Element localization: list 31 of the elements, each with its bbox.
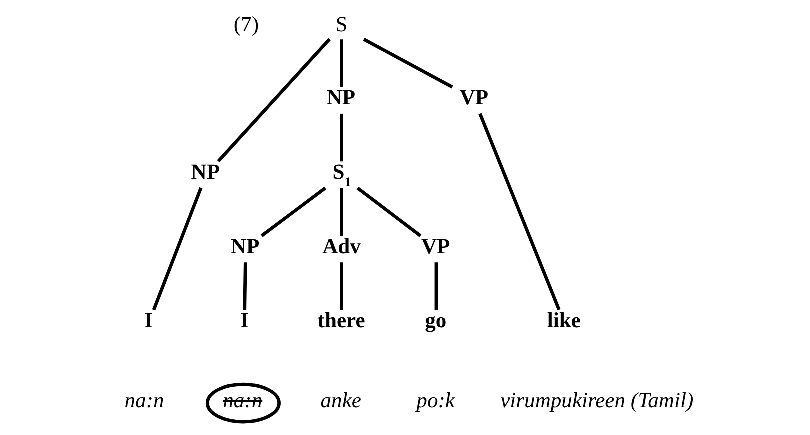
label: na:n [124, 388, 164, 412]
connector [260, 186, 326, 238]
connector [478, 113, 561, 311]
label: (7) [234, 12, 260, 36]
node-text: I [240, 308, 249, 333]
label: anke [320, 388, 362, 412]
connector [217, 38, 331, 163]
node-text: go [425, 308, 447, 333]
node-text: Adv [322, 234, 361, 258]
connector [340, 188, 344, 236]
node-text: VP [421, 234, 450, 258]
connector [340, 114, 344, 162]
node-text: S$_{1}$ [332, 160, 352, 190]
connector [363, 38, 454, 89]
connector [152, 187, 203, 311]
node-text: S [336, 12, 348, 36]
label: virumpukireen (Tamil) [500, 388, 694, 412]
node-text: I [144, 308, 153, 333]
connector [434, 262, 438, 310]
node-text: VP [460, 86, 489, 110]
node-text: there [318, 308, 366, 333]
connector [340, 40, 344, 88]
connector [340, 262, 344, 310]
node-text: like [547, 308, 581, 333]
connector [356, 186, 422, 238]
node-text: NP [230, 234, 260, 258]
label: po:k [416, 388, 456, 412]
connector [243, 262, 248, 310]
node-text: NP [326, 86, 356, 110]
node-ellipse: na:n [206, 382, 281, 424]
node-text: NP [191, 160, 220, 184]
